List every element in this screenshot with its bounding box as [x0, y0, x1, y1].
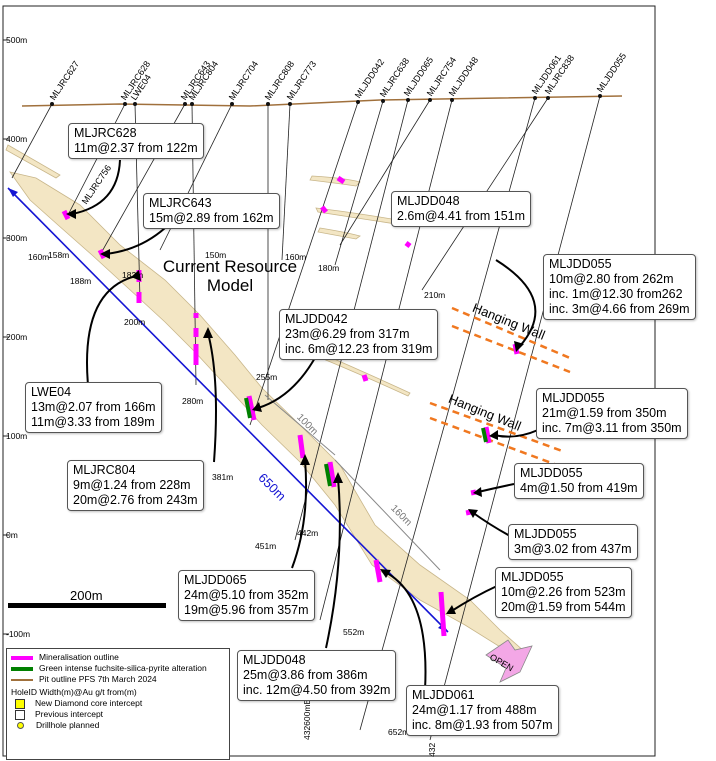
callout-mljrc628: MLJRC628 11m@2.37 from 122m [68, 123, 204, 159]
legend-swatch [11, 655, 33, 660]
open-arrow [485, 639, 533, 683]
legend-swatch [17, 722, 24, 729]
legend-item-alteration: Green intense fuchsite-silica-pyrite alt… [11, 663, 225, 674]
pit-outline [21, 95, 623, 107]
depth-label: 182m [122, 270, 144, 280]
alteration-intercepts [244, 397, 488, 487]
scale-bar-label: 200m [70, 588, 103, 603]
legend-item-previous-intercept: Previous intercept [11, 709, 225, 720]
section-line-650m [7, 187, 449, 633]
depth-label: 160m [28, 252, 50, 262]
depth-label: 158m [48, 250, 70, 260]
depth-label: 188m [70, 276, 92, 286]
callout-mljdd042: MLJDD042 23m@6.29 from 317m inc. 6m@12.2… [279, 309, 439, 360]
depth-label: 210m [424, 290, 446, 300]
y-label: 200m [6, 332, 28, 342]
callout-lwe04: LWE04 13m@2.07 from 166m 11m@3.33 from 1… [25, 382, 162, 433]
callout-mljdd061: MLJDD061 24m@1.17 from 488m inc. 8m@1.93… [406, 685, 559, 736]
depth-label: 451m [255, 541, 277, 551]
legend-swatch [15, 698, 25, 709]
figure-frame [2, 5, 656, 757]
y-label: 300m [6, 233, 28, 243]
callout-mljdd055-e: MLJDD055 10m@2.26 from 523m 20m@1.59 fro… [495, 567, 632, 618]
callout-mljdd048-upper: MLJDD048 2.6m@4.41 from 151m [391, 191, 532, 227]
depth-label: 200m [124, 317, 146, 327]
depth-label: 652m [388, 727, 410, 737]
callout-mljdd055-d: MLJDD055 3m@3.02 from 437m [508, 524, 638, 560]
legend-item-mineralisation: Mineralisation outline [11, 652, 225, 663]
scale-bar [8, 603, 166, 608]
easting-label: 432600mE [302, 698, 312, 740]
callout-mljdd055-b: MLJDD055 21m@1.59 from 350m inc. 7m@3.11… [536, 388, 688, 439]
legend-swatch [15, 709, 25, 720]
resource-model-label: Current Resource Model [162, 257, 298, 295]
y-label: 400m [6, 134, 28, 144]
easting-label: 432 [427, 742, 437, 757]
hanging-wall-lines [429, 306, 571, 470]
legend-swatch [11, 678, 33, 681]
callout-mljdd055-c: MLJDD055 4m@1.50 from 419m [514, 463, 644, 499]
y-label: 0m [6, 530, 18, 540]
callout-mljrc643: MLJRC643 15m@2.89 from 162m [143, 193, 280, 229]
legend-header: HoleID Width(m)@Au g/t from(m) [11, 687, 137, 697]
depth-label: 180m [318, 263, 340, 273]
y-label: -100m [6, 629, 31, 639]
legend-item-pit: Pit outline PFS 7th March 2024 [11, 674, 225, 685]
callout-mljdd055-a: MLJDD055 10m@2.80 from 262m inc. 1m@12.3… [543, 254, 696, 320]
depth-label: 442m [297, 528, 319, 538]
depth-label: 280m [182, 396, 204, 406]
y-label: 100m [6, 431, 28, 441]
legend-swatch [11, 666, 33, 671]
callout-mljdd048-lower: MLJDD048 25m@3.86 from 386m inc. 12m@4.5… [237, 650, 397, 701]
legend-item-drillhole-planned: Drillhole planned [11, 720, 225, 731]
depth-label: 255m [256, 372, 278, 382]
distance-lines [264, 394, 441, 571]
callout-mljdd065: MLJDD065 24m@5.10 from 352m 19m@5.96 fro… [178, 570, 315, 621]
elevation-ticks [3, 39, 9, 635]
depth-label: 160m [285, 252, 307, 262]
callout-mljrc804: MLJRC804 9m@1.24 from 228m 20m@2.76 from… [67, 460, 204, 511]
section-arrow-start [8, 188, 18, 197]
collar-points [50, 94, 602, 106]
legend-item-new-intercept: New Diamond core intercept [11, 698, 225, 709]
depth-label: 381m [212, 472, 234, 482]
y-label: 500m [6, 35, 28, 45]
depth-label: 552m [343, 627, 365, 637]
depth-label: 150m [205, 250, 227, 260]
callout-arrowheads [66, 209, 524, 614]
legend: Mineralisation outline Green intense fuc… [6, 648, 230, 760]
